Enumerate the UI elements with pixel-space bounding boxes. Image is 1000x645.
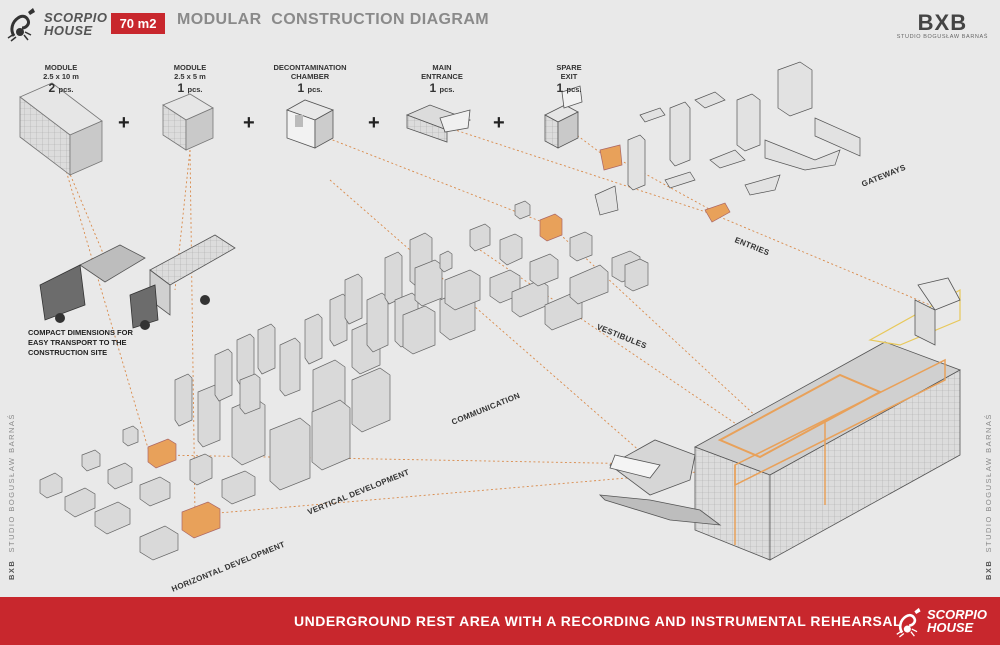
module-label-decontamination: DECONTAMINATION CHAMBER 1 pcs. xyxy=(273,63,347,95)
brand-name: BXB xyxy=(917,10,968,35)
logo-line2: HOUSE xyxy=(44,23,93,38)
modular-diagram-art xyxy=(19,61,961,561)
plus-sign-3: + xyxy=(368,112,380,134)
scorpion-icon xyxy=(896,607,921,638)
plus-sign-2: + xyxy=(243,112,255,134)
module-10m xyxy=(19,82,103,176)
decontamination-chamber xyxy=(286,99,334,149)
transport-caption: COMPACT DIMENSIONS FOR EASY TRANSPORT TO… xyxy=(28,328,133,357)
transport-trucks xyxy=(39,234,236,330)
brand-subtitle: STUDIO BOGUSŁAW BARNAŚ xyxy=(896,34,988,40)
main-entrance xyxy=(405,104,472,143)
plus-sign-1: + xyxy=(118,112,130,134)
plus-sign-4: + xyxy=(493,112,505,134)
footer-title: UNDERGROUND REST AREA WITH A RECORDING A… xyxy=(294,613,903,629)
footer-bar: UNDERGROUND REST AREA WITH A RECORDING A… xyxy=(0,597,1000,645)
scorpio-house-logo: SCORPIO HOUSE xyxy=(6,6,108,42)
module-label-5m: MODULE 2.5 x 5 m 1 pcs. xyxy=(173,63,207,95)
footer-logo: SCORPIO HOUSE xyxy=(895,605,995,639)
module-label-spare-exit: SPARE EXIT 1 pcs. xyxy=(556,63,582,95)
module-label-main-entrance: MAIN ENTRANCE 1 pcs. xyxy=(421,63,463,95)
footer-logo-line1: SCORPIO xyxy=(927,607,987,622)
module-array xyxy=(39,200,649,561)
area-badge: 70 m2 xyxy=(111,13,165,34)
assembled-building xyxy=(598,277,961,561)
footer-logo-line2: HOUSE xyxy=(927,620,974,635)
page-title: MODULAR CONSTRUCTION DIAGRAM xyxy=(177,11,490,28)
gateways-cluster xyxy=(594,61,861,216)
spare-exit xyxy=(544,85,583,149)
brand-logo: BXB STUDIO BOGUSŁAW BARNAŚ xyxy=(896,10,988,41)
module-5m xyxy=(162,93,214,151)
module-label-10m: MODULE 2.5 x 10 m 2 pcs. xyxy=(43,63,79,95)
logo-line1: SCORPIO xyxy=(44,10,108,25)
scorpion-icon xyxy=(7,8,35,42)
